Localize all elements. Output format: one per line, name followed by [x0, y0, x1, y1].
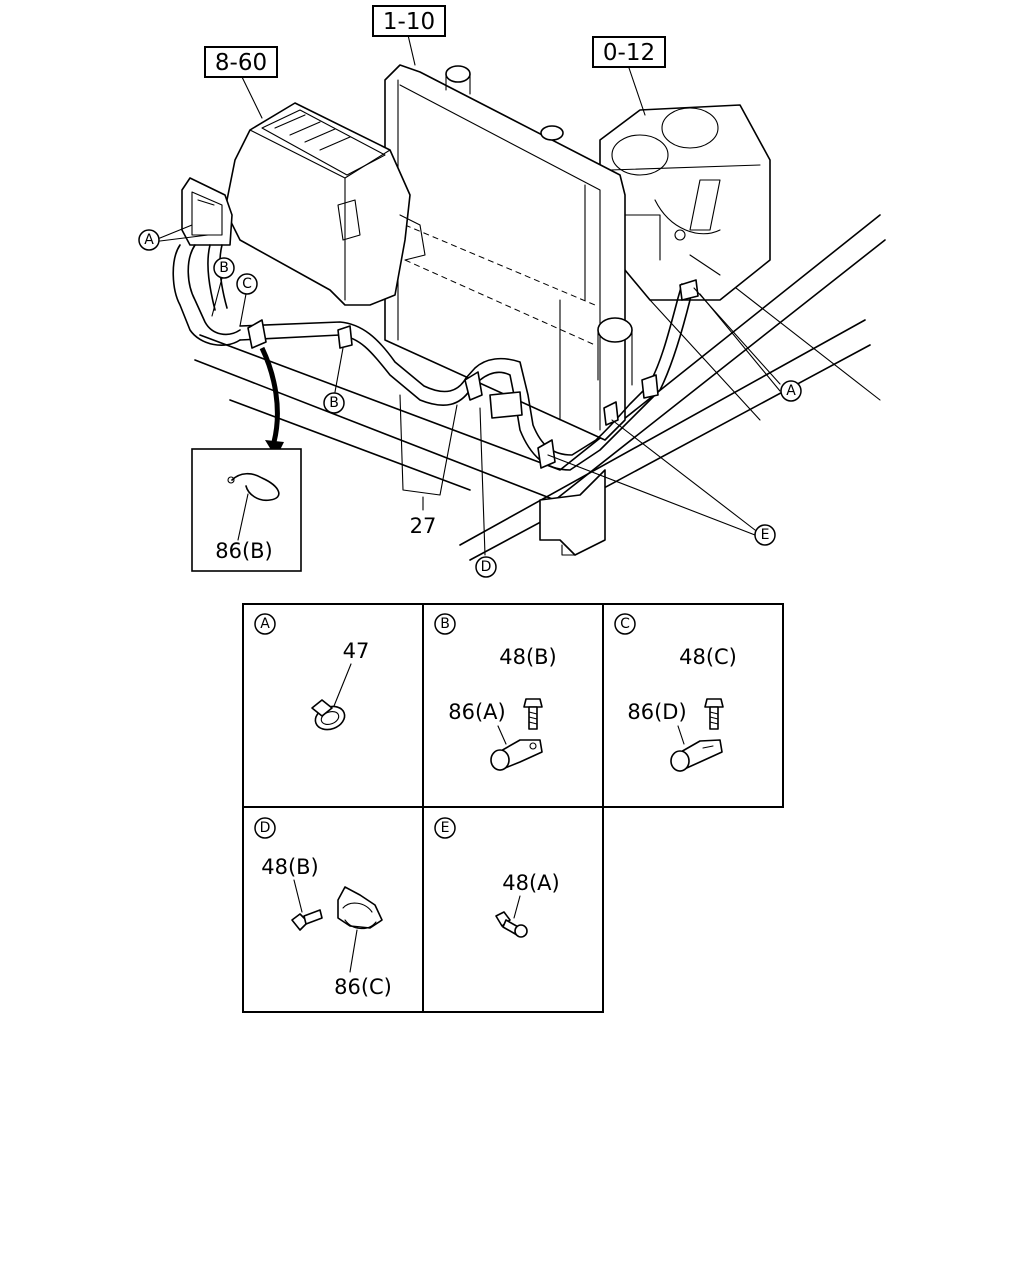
- detail-panel-a: A 47: [254, 613, 370, 731]
- svg-text:D: D: [481, 559, 492, 575]
- callout-a-right: A: [780, 380, 802, 402]
- panel-c-bolt-label: 48(C): [679, 645, 737, 669]
- callout-d-bottom: D: [475, 556, 497, 578]
- reference-box-1-10: 1-10: [372, 5, 446, 37]
- callout-b-bottom: B: [323, 392, 345, 414]
- bolt-icon: [291, 909, 323, 931]
- svg-text:B: B: [219, 260, 229, 276]
- detail-panel-b: B 48(B) 86(A): [434, 613, 557, 771]
- panel-d-letter: D: [260, 820, 271, 836]
- svg-text:C: C: [242, 276, 252, 292]
- radiator: [384, 64, 633, 556]
- svg-text:A: A: [144, 232, 154, 248]
- bolt-icon: [495, 911, 528, 938]
- reference-box-8-60: 8-60: [204, 46, 278, 78]
- panel-b-letter: B: [440, 616, 450, 632]
- part-number-27: 27: [410, 514, 437, 538]
- detail-grid: [242, 603, 784, 1013]
- heater-unit: [181, 102, 426, 306]
- panel-c-letter: C: [620, 616, 630, 632]
- panel-e-bolt-label: 48(A): [502, 871, 559, 895]
- hose-clamp-icon: [311, 699, 346, 731]
- panel-a-part-47: 47: [343, 639, 370, 663]
- panel-b-clip-label: 86(A): [448, 700, 505, 724]
- panel-d-clip-label: 86(C): [334, 975, 392, 999]
- detail-panel-c: C 48(C) 86(D): [614, 613, 737, 772]
- callout-b-top: B: [213, 257, 235, 279]
- panel-b-bolt-label: 48(B): [499, 645, 557, 669]
- detail-panel-e: E 48(A): [434, 817, 560, 938]
- reference-label-1-10: 1-10: [383, 9, 435, 35]
- engine-block: [599, 104, 771, 301]
- leader-lines: [159, 34, 781, 556]
- reference-box-0-12: 0-12: [592, 36, 666, 68]
- inset-label-86b: 86(B): [215, 539, 273, 563]
- svg-text:B: B: [329, 395, 339, 411]
- detail-panel-d: D 48(B) 86(C): [254, 817, 392, 999]
- bolt-icon: [523, 698, 543, 730]
- callout-e-right: E: [754, 524, 776, 546]
- callout-c-top: C: [236, 273, 258, 295]
- panel-a-letter: A: [260, 616, 270, 632]
- inset-clip-86b: 86(B): [191, 448, 302, 572]
- panel-d-bolt-label: 48(B): [261, 855, 319, 879]
- reference-label-0-12: 0-12: [603, 40, 655, 66]
- heater-hoses: [172, 244, 699, 471]
- clip-86c-icon: [337, 886, 383, 930]
- clip-86a-icon: [490, 739, 543, 771]
- clip-86d-icon: [670, 739, 723, 772]
- panel-e-letter: E: [441, 820, 450, 836]
- svg-text:A: A: [786, 383, 796, 399]
- panel-c-clip-label: 86(D): [627, 700, 686, 724]
- callout-a-left: A: [138, 229, 160, 251]
- svg-text:E: E: [761, 527, 770, 543]
- reference-label-8-60: 8-60: [215, 50, 267, 76]
- bolt-icon: [704, 698, 724, 730]
